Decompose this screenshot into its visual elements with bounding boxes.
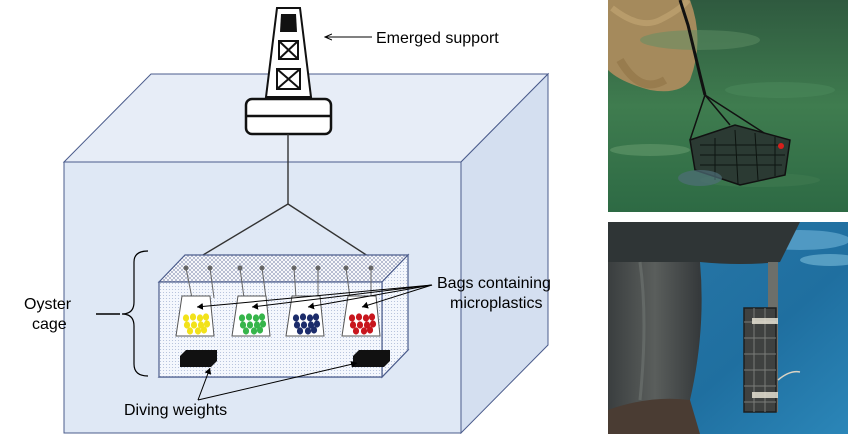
photo2-pillar [608, 262, 702, 434]
bag-red [341, 295, 381, 337]
microplastic-particle [310, 326, 318, 334]
microplastic-particle [313, 320, 321, 328]
microplastic-particle [362, 314, 370, 322]
annotation-arrows [196, 37, 433, 401]
microplastic-particle [306, 314, 314, 322]
microplastic-particle [369, 320, 377, 328]
microplastic-particle [197, 321, 205, 329]
microplastic-particle [300, 321, 308, 329]
microplastic-particle [200, 326, 208, 334]
oyster-cage-label-line1: Oyster [24, 296, 72, 313]
microplastic-particle [363, 321, 371, 329]
diving-weight-right [353, 350, 390, 367]
microplastic-particle [190, 321, 198, 329]
microplastic-particle [246, 321, 254, 329]
microplastic-particle [360, 327, 368, 335]
microplastic-particle [312, 313, 320, 321]
microplastic-particle [242, 327, 250, 335]
microplastic-particle [186, 327, 194, 335]
microplastic-particle [348, 314, 356, 322]
diving-weights-group [180, 350, 390, 367]
bag-yellow [175, 295, 215, 337]
microplastic-particle [256, 326, 264, 334]
suspension-lines [197, 134, 372, 259]
bags-label-line2: microplastics [450, 295, 542, 312]
microplastic-particle [194, 327, 202, 335]
microplastic-particle [356, 321, 364, 329]
microplastic-particle [258, 313, 266, 321]
diving-weight-left [180, 350, 217, 367]
microplastic-particle [307, 321, 315, 329]
microplastic-particle [189, 313, 197, 321]
oyster-cage-label-line2: cage [32, 316, 67, 333]
microplastic-particle [183, 321, 191, 329]
support-top-block [280, 14, 297, 32]
photo1-rope [678, 0, 707, 96]
emerged-support [244, 7, 333, 136]
microplastic-particle [299, 313, 307, 321]
photo-cage-at-surface [608, 0, 848, 212]
diving-weights-label: Diving weights [124, 402, 227, 419]
microplastic-particle [293, 321, 301, 329]
microplastic-particle [253, 321, 261, 329]
microplastic-particle [203, 320, 211, 328]
microplastic-particle [366, 326, 374, 334]
microplastic-particle [250, 327, 258, 335]
microplastic-particle [296, 327, 304, 335]
emerged-support-label: Emerged support [376, 30, 499, 47]
string-knots [183, 265, 374, 271]
microplastic-particle [352, 327, 360, 335]
oyster-cage-brace [121, 250, 149, 377]
microplastic-particle [252, 314, 260, 322]
microplastic-particle [202, 313, 210, 321]
microplastic-particle [245, 313, 253, 321]
microplastic-particle [292, 314, 300, 322]
microplastic-particle [238, 314, 246, 322]
microplastic-particle [182, 314, 190, 322]
microplastic-particle [259, 320, 267, 328]
microplastic-particle [349, 321, 357, 329]
microplastic-particle [239, 321, 247, 329]
microplastic-particle [355, 313, 363, 321]
microplastic-particle [368, 313, 376, 321]
microplastic-particle [196, 314, 204, 322]
bags-label-line1: Bags containing [437, 275, 551, 292]
photo2-pillar-top [608, 222, 800, 264]
photo-cage-underwater [608, 222, 848, 434]
microplastic-particle [304, 327, 312, 335]
